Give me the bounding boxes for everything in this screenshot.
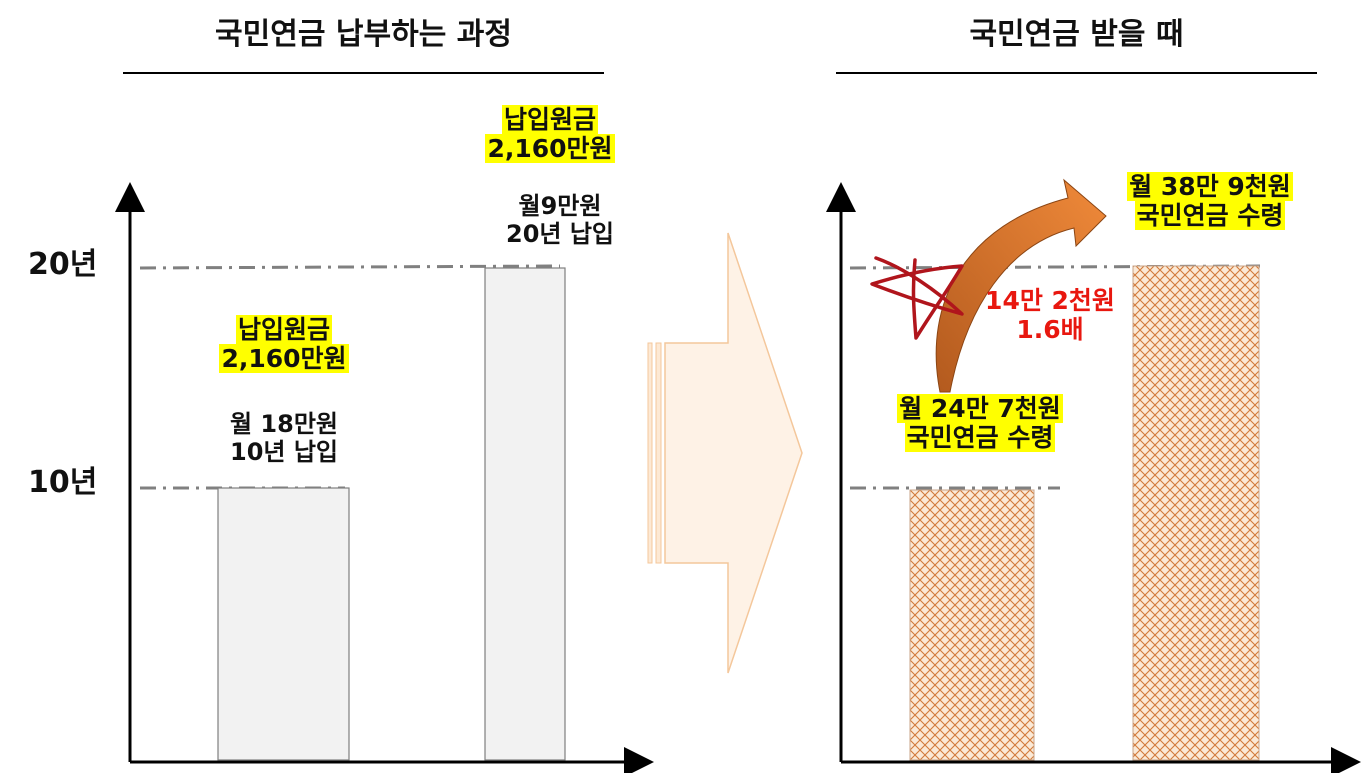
principal-label-20yr-line1: 납입원금 xyxy=(501,105,598,134)
principal-label-10yr-line1: 납입원금 xyxy=(235,315,332,344)
pension-bar-20yr xyxy=(1132,265,1260,761)
principal-label-10yr-line2: 2,160만원 xyxy=(219,343,349,373)
left-gridline-20yr xyxy=(139,264,561,270)
y-axis-label-10yr: 10년 xyxy=(28,465,98,500)
payment-detail-20yr-line1: 월9만원 xyxy=(518,192,602,220)
difference-label-line2: 1.6배 xyxy=(1016,314,1084,344)
y-axis-label-20yr: 20년 xyxy=(28,247,98,282)
pension-label-20yr-line2: 국민연금 수령 xyxy=(1134,200,1286,230)
bar-10yr xyxy=(217,487,350,761)
left-panel-title: 국민연금 납부하는 과정 xyxy=(215,17,512,52)
payment-detail-10yr-line1: 월 18만원 xyxy=(230,410,338,438)
star-icon xyxy=(870,256,964,340)
principal-label-10yr: 납입원금 2,160만원 xyxy=(196,315,372,374)
pension-bar-10yr xyxy=(909,489,1035,761)
pension-label-20yr: 월 38만 9천원 국민연금 수령 xyxy=(1096,172,1324,231)
payment-detail-20yr-line2: 20년 납입 xyxy=(506,219,614,248)
payment-detail-20yr: 월9만원 20년 납입 xyxy=(462,192,658,248)
pension-label-10yr: 월 24만 7천원 국민연금 수령 xyxy=(866,394,1094,453)
principal-label-20yr: 납입원금 2,160만원 xyxy=(462,105,638,164)
transition-arrow xyxy=(647,232,803,674)
difference-label: 14만 2천원 1.6배 xyxy=(960,286,1140,345)
pension-label-10yr-line1: 월 24만 7천원 xyxy=(897,394,1063,423)
right-panel-title: 국민연금 받을 때 xyxy=(969,17,1184,52)
difference-label-line1: 14만 2천원 xyxy=(985,286,1115,315)
pension-label-20yr-line1: 월 38만 9천원 xyxy=(1127,172,1293,201)
growth-curve-arrow xyxy=(935,178,1107,393)
payment-detail-10yr-line2: 10년 납입 xyxy=(230,437,338,466)
pension-label-10yr-line2: 국민연금 수령 xyxy=(904,422,1056,452)
principal-label-20yr-line2: 2,160만원 xyxy=(485,133,615,163)
bar-20yr xyxy=(484,267,566,761)
payment-detail-10yr: 월 18만원 10년 납입 xyxy=(186,410,382,466)
